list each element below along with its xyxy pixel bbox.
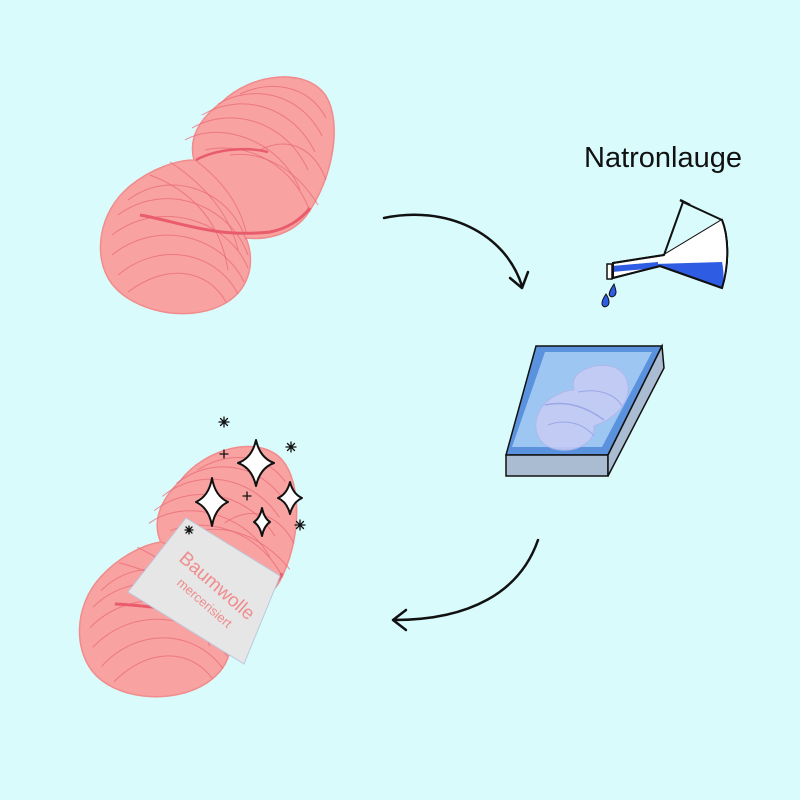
yarn-band: Baumwolle mercerisiert — [127, 517, 281, 665]
curved-arrow-icon — [382, 213, 530, 290]
yarn-skein-raw — [99, 76, 335, 315]
soaking-skein — [535, 364, 629, 451]
reagent-label: Natronlauge — [584, 142, 742, 174]
tray-icon — [505, 343, 665, 477]
yarn-skein-mercerized: Baumwolle mercerisiert — [68, 445, 312, 698]
sparkle-icon — [184, 416, 306, 535]
yarn-skein-icon — [99, 76, 335, 315]
flask-pouring-icon — [601, 198, 729, 308]
sparkle-icon — [195, 439, 303, 537]
curved-arrow-icon — [391, 538, 540, 632]
